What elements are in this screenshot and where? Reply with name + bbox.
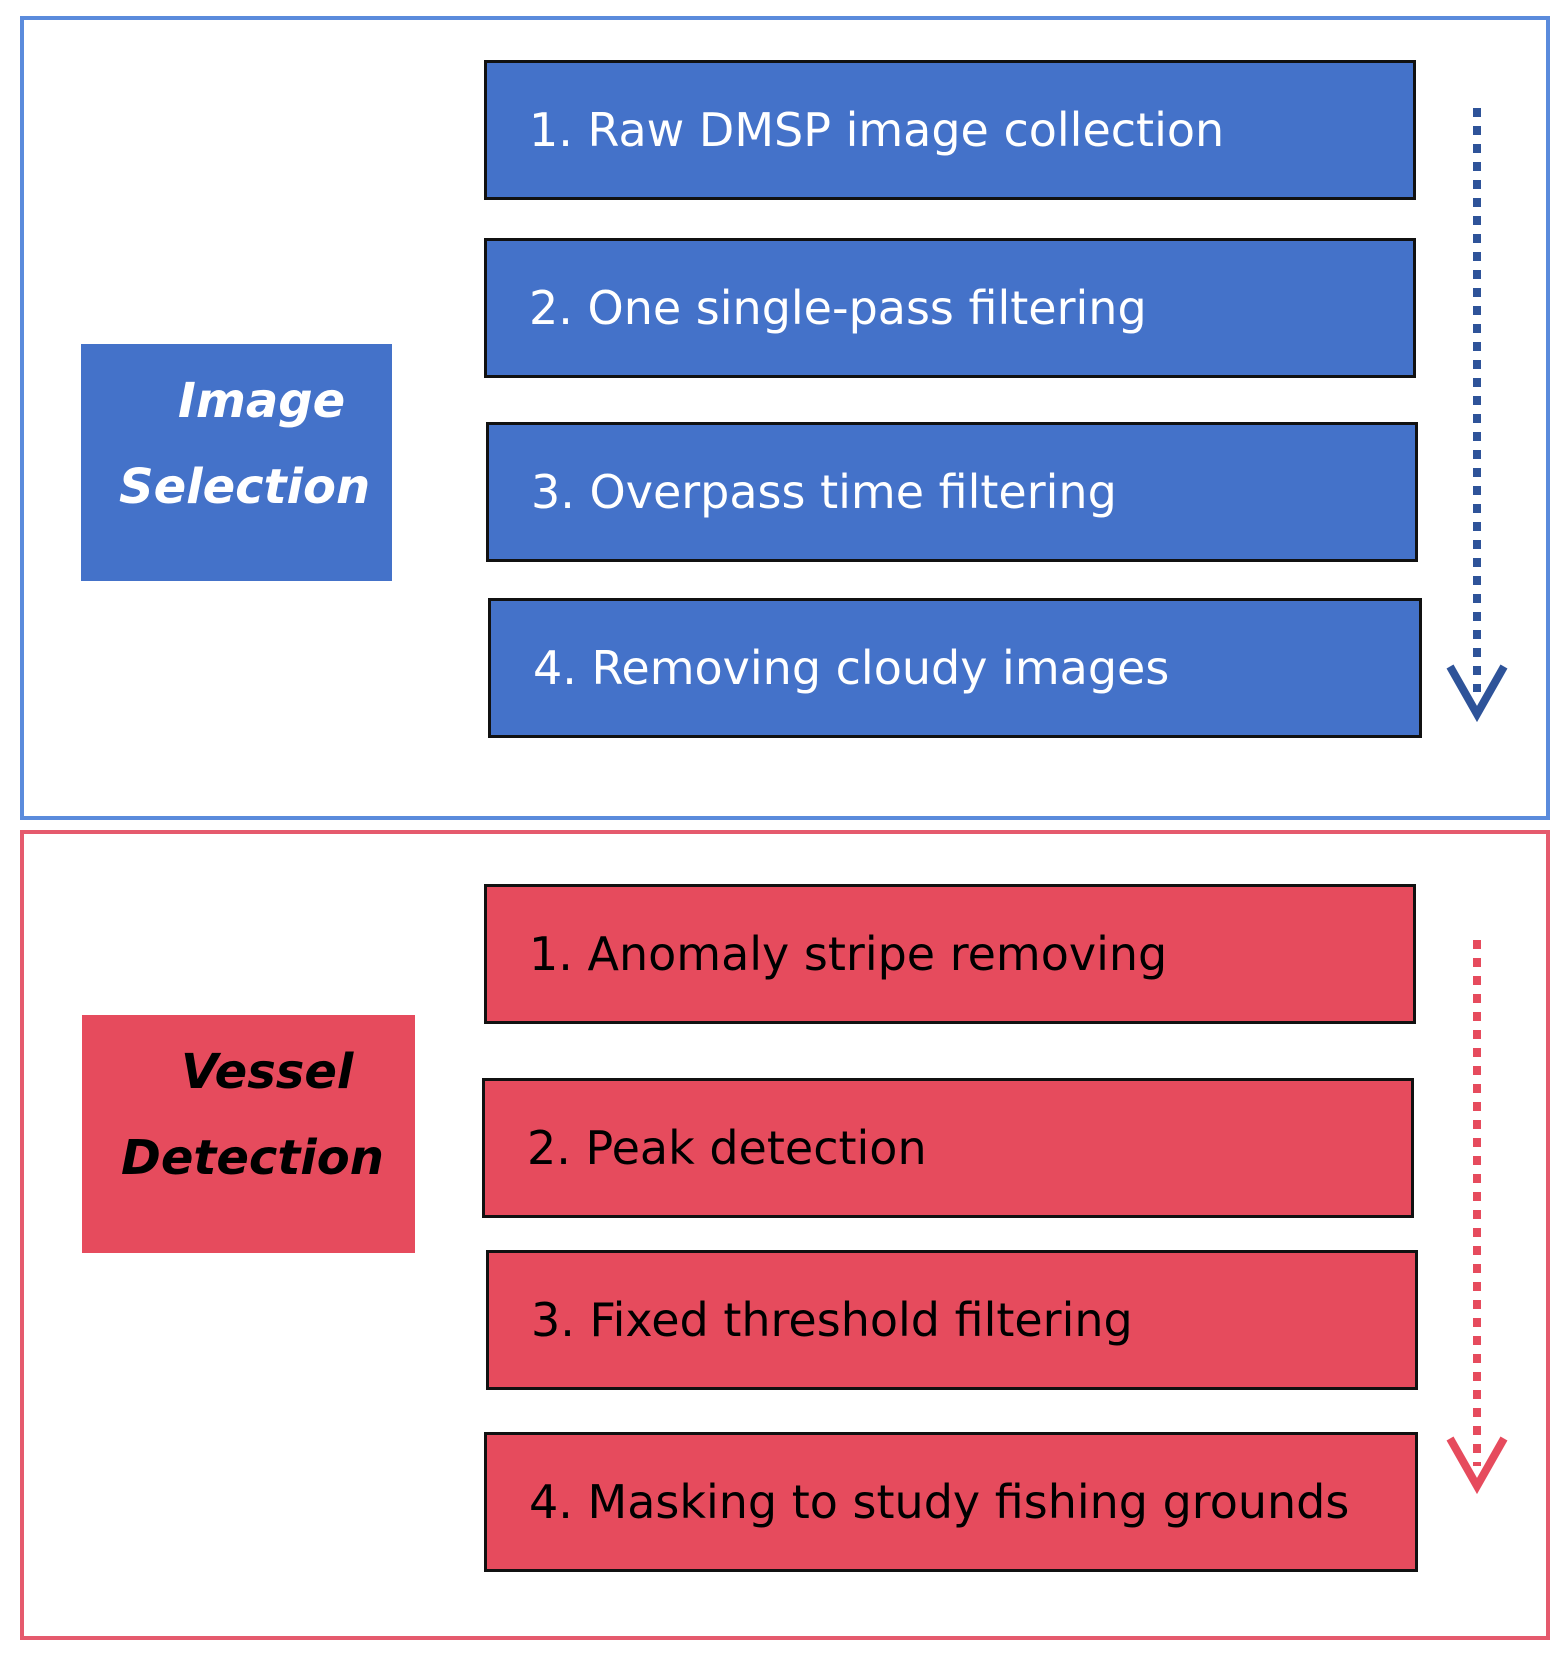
selection-step-3: 3. Overpass time filtering: [486, 422, 1418, 562]
detection-step-3: 3. Fixed threshold filtering: [486, 1250, 1418, 1390]
dotted-down-arrow-icon: [1446, 108, 1508, 723]
vessel-detection-label: Vessel Detection: [82, 1015, 415, 1253]
selection-step-2: 2. One single-pass filtering: [484, 238, 1416, 378]
image-selection-panel: Image Selection 1. Raw DMSP image collec…: [20, 16, 1550, 820]
section-label-line2: Selection: [119, 459, 371, 515]
selection-step-4: 4. Removing cloudy images: [488, 598, 1422, 738]
selection-step-1: 1. Raw DMSP image collection: [484, 60, 1416, 200]
section-label-line1: Vessel: [181, 1044, 354, 1100]
dotted-down-arrow-icon: [1446, 940, 1508, 1495]
vessel-detection-panel: Vessel Detection 1. Anomaly stripe remov…: [20, 830, 1550, 1640]
detection-step-1: 1. Anomaly stripe removing: [484, 884, 1416, 1024]
section-label-line1: Image: [178, 373, 346, 429]
image-selection-label: Image Selection: [81, 344, 392, 581]
section-label-line2: Detection: [121, 1130, 384, 1186]
detection-step-2: 2. Peak detection: [482, 1078, 1414, 1218]
detection-step-4: 4. Masking to study fishing grounds: [484, 1432, 1418, 1572]
